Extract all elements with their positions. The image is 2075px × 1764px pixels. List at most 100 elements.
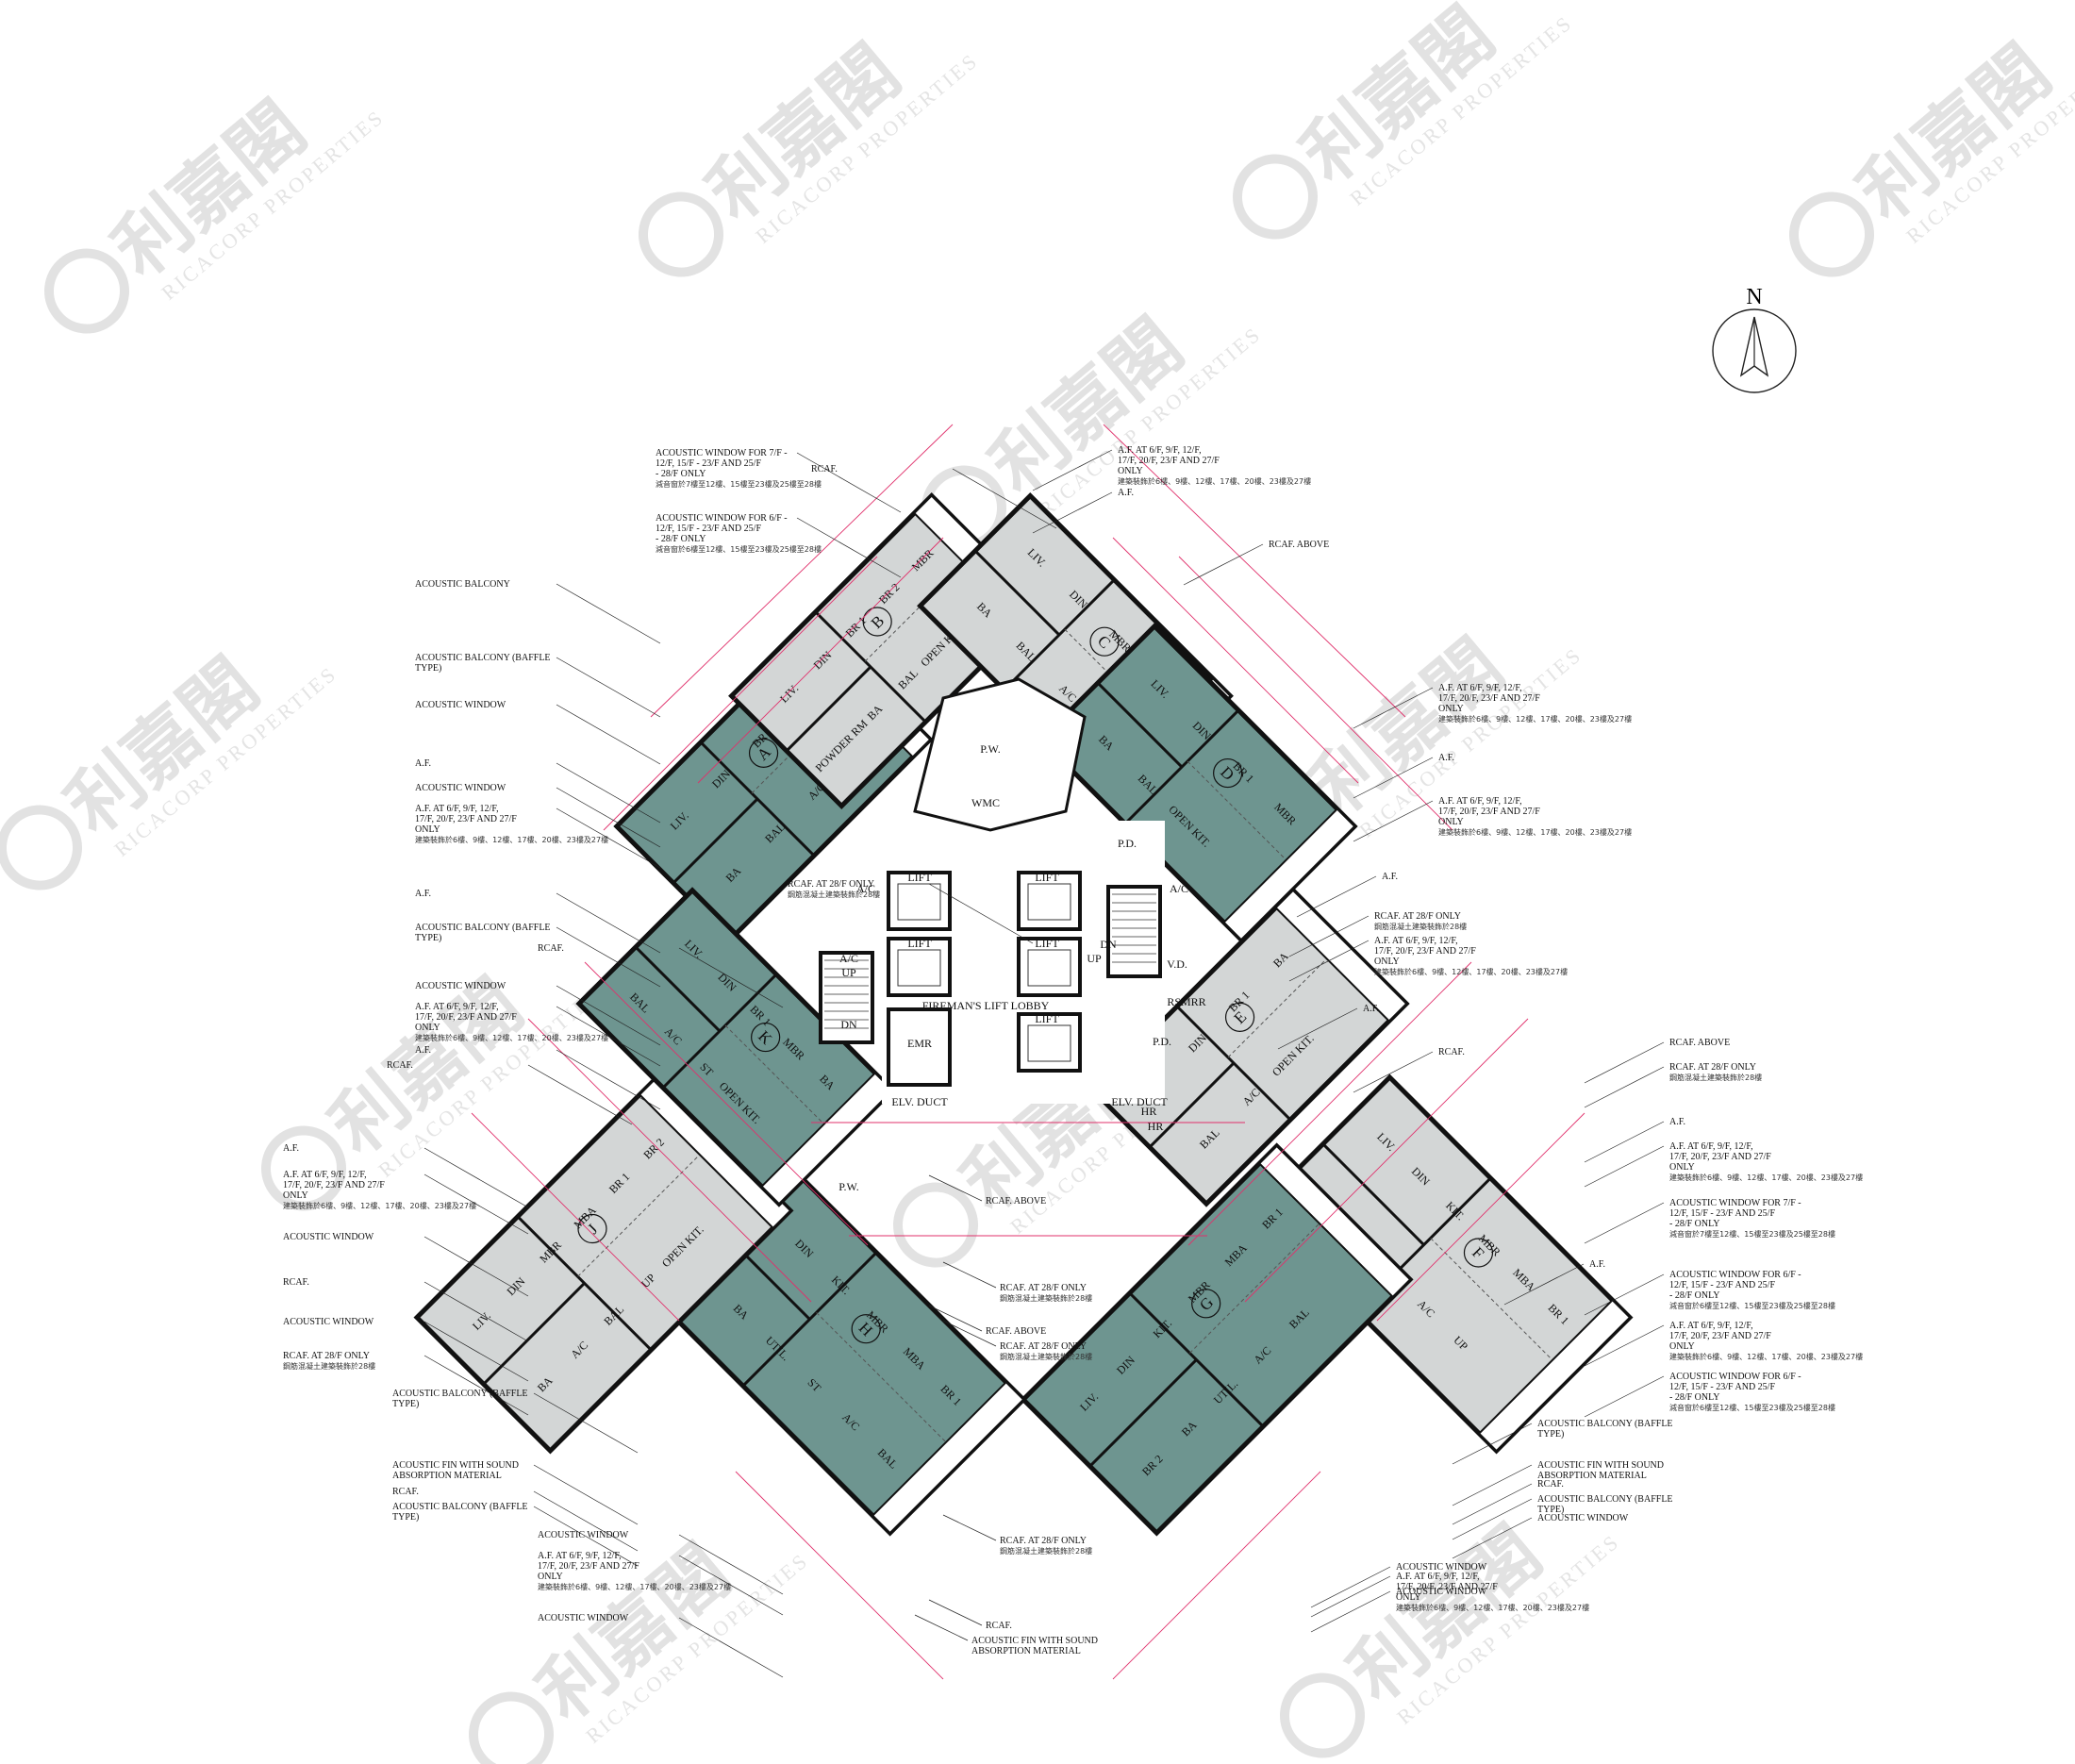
annotation-right: ACOUSTIC WINDOW — [1310, 1562, 1487, 1608]
partition-wall — [482, 1282, 586, 1386]
dimension-line — [1178, 556, 1453, 831]
annotation-text: RCAF. AT 28/F ONLY — [1000, 1283, 1087, 1293]
annotation-text-zh: 鋼筋混凝土建築裝飾於28樓 — [1000, 1352, 1092, 1361]
annotation-text: A.F. AT 6/F, 9/F, 12/F,17/F, 20/F, 23/F … — [415, 1002, 517, 1033]
watermark-logo-icon — [1280, 1672, 1366, 1758]
dimension-line — [1376, 1112, 1585, 1322]
annotation-text: A.F. AT 6/F, 9/F, 12/F,17/F, 20/F, 23/F … — [283, 1170, 385, 1201]
annotation-center: RCAF. — [928, 1599, 1012, 1631]
annotation-right: ACOUSTIC WINDOW FOR 6/F -12/F, 15/F - 23… — [1584, 1270, 1835, 1316]
pw-area — [913, 677, 1087, 832]
annotation-text-zh: 減音窗於6樓至12樓、15樓至23樓及25樓至28樓 — [656, 544, 822, 554]
annotation-text: ACOUSTIC WINDOW FOR 6/F -12/F, 15/F - 23… — [656, 513, 788, 544]
annotation-text: ACOUSTIC WINDOW — [415, 783, 506, 793]
annotation-left: RCAF. — [283, 1277, 529, 1342]
leader-line — [1584, 1066, 1665, 1108]
annotation-center: RCAF. ABOVE — [928, 1305, 1046, 1337]
core-label: ELV. DUCT — [891, 1095, 948, 1108]
partition-wall — [724, 1024, 842, 1142]
annotation-right: A.F. — [1296, 872, 1398, 918]
lift-car — [1027, 1024, 1071, 1062]
annotation-text: RCAF. ABOVE — [986, 1196, 1046, 1207]
dimension-lines — [471, 424, 1585, 1680]
core-label: UP — [1087, 952, 1102, 965]
annotation-right: RCAF. ABOVE — [1584, 1038, 1730, 1084]
leader-line — [1183, 543, 1264, 586]
annotation-text: RCAF. AT 28/F ONLY — [1374, 911, 1461, 922]
core-label: LIFT — [1035, 1012, 1059, 1025]
annotation-right: A.F. AT 6/F, 9/F, 12/F,17/F, 20/F, 23/F … — [1584, 1141, 1863, 1188]
annotation-text-zh: 建築裝飾於6樓、9樓、12樓、17樓、20樓、23樓及27樓 — [1396, 1603, 1589, 1612]
partition-wall — [816, 1312, 964, 1460]
annotation-text: ACOUSTIC WINDOW — [1537, 1513, 1629, 1523]
leader-line — [1584, 1375, 1665, 1418]
leader-line — [556, 704, 661, 765]
leader-line — [1452, 1464, 1533, 1506]
annotation-right: A.F. — [1503, 1259, 1605, 1306]
annotation-left: ACOUSTIC WINDOW — [415, 981, 661, 1046]
watermark-logo-icon — [893, 1182, 979, 1268]
core-label: DN — [840, 1018, 857, 1031]
annotation-text-zh: 建築裝飾於6樓、9樓、12樓、17樓、20樓、23樓及27樓 — [1438, 714, 1632, 724]
core-label: RSMRR — [1167, 995, 1205, 1008]
annotation-text: A.F. AT 6/F, 9/F, 12/F,17/F, 20/F, 23/F … — [1374, 936, 1476, 967]
leader-line — [928, 1599, 983, 1626]
leader-line — [928, 1174, 983, 1202]
annotation-left: ACOUSTIC WINDOW — [538, 1613, 784, 1678]
annotation-text-zh: 鋼筋混凝土建築裝飾於28樓 — [283, 1361, 375, 1371]
annotation-right: RCAF. ABOVE — [1183, 540, 1329, 586]
dimension-line — [1244, 1018, 1529, 1303]
annotation-right: A.F. AT 6/F, 9/F, 12/F,17/F, 20/F, 23/F … — [1310, 1572, 1589, 1618]
dimension-line — [1112, 1471, 1321, 1680]
staircase — [1106, 885, 1162, 978]
core-label: WMC — [971, 796, 1000, 809]
annotation-right: A.F. AT 6/F, 9/F, 12/F,17/F, 20/F, 23/F … — [1288, 936, 1568, 982]
core-label: A/C — [839, 952, 858, 965]
annotation-text: ACOUSTIC WINDOW FOR 7/F -12/F, 15/F - 23… — [656, 448, 788, 479]
leader-line — [1503, 1263, 1585, 1306]
leader-line — [533, 1506, 639, 1567]
leader-line — [1452, 1423, 1533, 1465]
leader-line — [556, 1006, 661, 1067]
unit-id-badge — [748, 738, 779, 768]
dimension-line — [1187, 961, 1472, 1246]
unit-id-badge — [862, 607, 892, 637]
partition-wall — [1088, 1358, 1198, 1468]
annotation-right: A.F. AT 6/F, 9/F, 12/F,17/F, 20/F, 23/F … — [1353, 796, 1632, 842]
leader-line — [942, 1514, 997, 1541]
leader-line — [678, 1555, 784, 1616]
leader-line — [423, 1281, 529, 1342]
annotation-left: A.F. — [415, 758, 661, 824]
leader-line — [1452, 1498, 1533, 1540]
core-label: HR — [1148, 1120, 1164, 1133]
leader-line — [1452, 1483, 1533, 1525]
annotation-layer: ACOUSTIC WINDOW FOR 7/F -12/F, 15/F - 23… — [283, 445, 1863, 1678]
annotation-text: A.F. — [283, 1143, 299, 1154]
leader-line — [928, 1305, 983, 1332]
annotation-left: RCAF. — [811, 464, 1057, 529]
leader-line — [1452, 1517, 1533, 1559]
annotation-text: ACOUSTIC WINDOW — [283, 1232, 374, 1242]
emr-room — [887, 1007, 952, 1087]
annotation-left: A.F. AT 6/F, 9/F, 12/F,17/F, 20/F, 23/F … — [415, 1002, 661, 1067]
annotation-text-zh: 建築裝飾於6樓、9樓、12樓、17樓、20樓、23樓及27樓 — [1438, 827, 1632, 837]
annotation-right: ACOUSTIC WINDOW FOR 7/F -12/F, 15/F - 23… — [1584, 1198, 1835, 1244]
annotation-text-zh: 建築裝飾於6樓、9樓、12樓、17樓、20樓、23樓及27樓 — [1669, 1173, 1863, 1182]
core-label: LIFT — [907, 871, 932, 884]
leader-line — [678, 1617, 784, 1678]
annotation-right: ACOUSTIC WINDOW — [1452, 1513, 1629, 1559]
annotation-right: ACOUSTIC WINDOW — [1310, 1587, 1487, 1633]
annotation-left: RCAF. — [538, 943, 784, 1008]
balcony — [871, 1380, 1025, 1535]
annotation-left: A.F. — [415, 889, 661, 954]
leader-line — [533, 1490, 639, 1552]
unit-id-badge — [1463, 1238, 1494, 1268]
